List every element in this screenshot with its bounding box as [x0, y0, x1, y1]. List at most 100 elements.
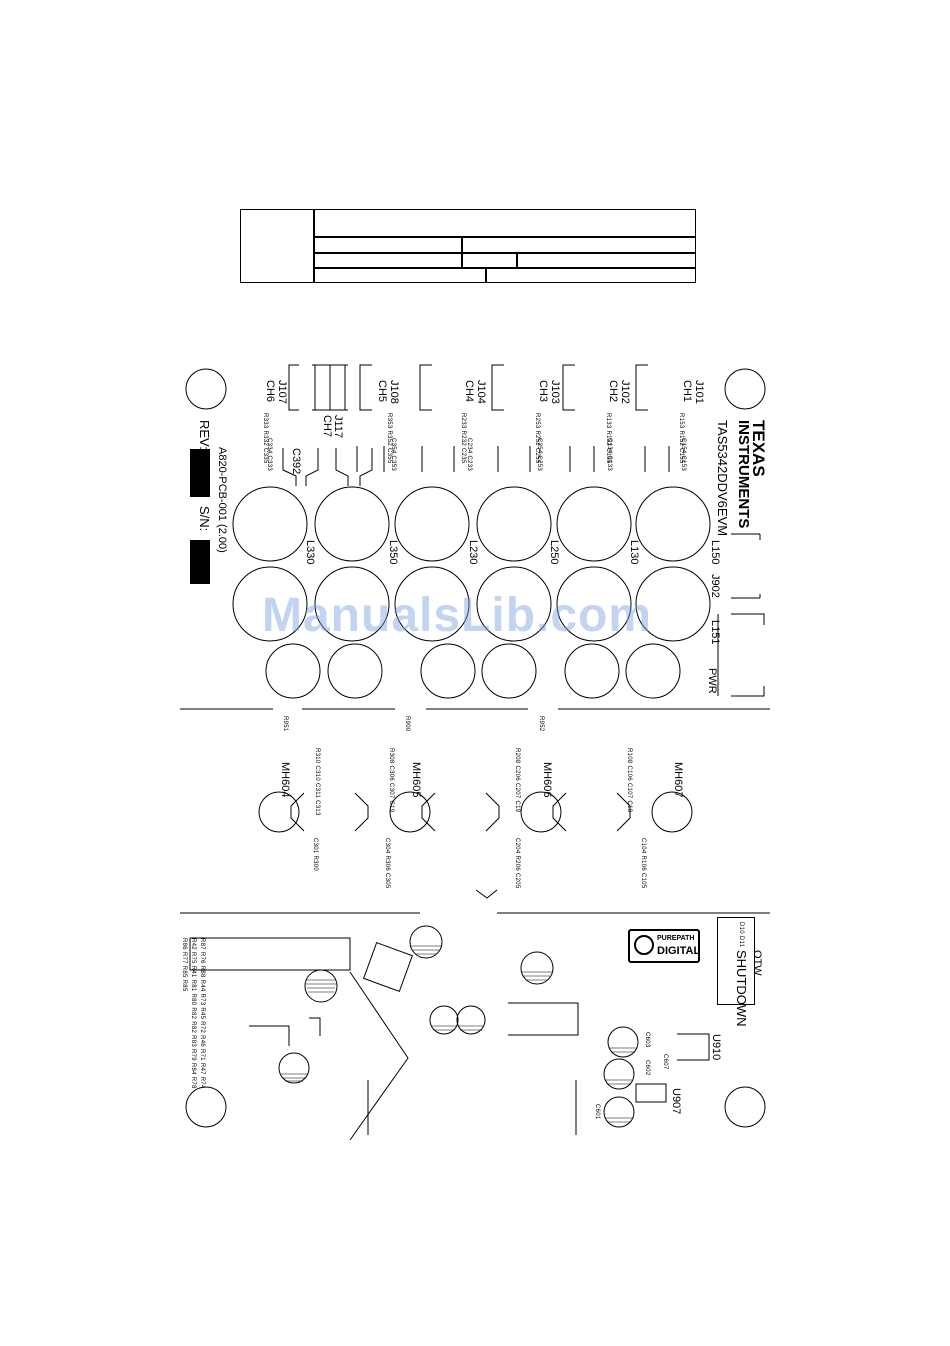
label-rev: REV: [197, 420, 212, 450]
cap-outline [421, 446, 455, 472]
capacitor-outline [265, 643, 321, 699]
label-l250: L250 [548, 540, 560, 565]
connector-outline [359, 364, 372, 411]
label-pcb-id: A820-PCB-001 (2.00) [216, 447, 228, 553]
inductor-outline [394, 566, 470, 642]
label-j902: J902 [709, 574, 721, 598]
cap-outline [644, 446, 670, 472]
title-block-divider [313, 252, 695, 254]
ref-cap-2: C134 C133 [606, 438, 612, 472]
label-c603: C603 [644, 1032, 650, 1048]
divider-marker [475, 889, 498, 899]
inductor-outline [232, 486, 308, 562]
ref-cap-3: C254 C253 [536, 438, 542, 472]
ref-bot-607: C104 R106 C105 [640, 838, 646, 889]
ref-group-607: R108 C106 C107 C18 [626, 748, 632, 813]
trace-outline [349, 971, 409, 1141]
bracket-outline [616, 792, 631, 832]
ref-group-604: R310 C310 C311 C313 [314, 748, 320, 816]
inductor-outline [556, 486, 632, 562]
cap-outline [569, 446, 595, 472]
mh-hole [651, 791, 693, 833]
channel-ch6: CH6 [264, 380, 276, 403]
hatch [522, 971, 552, 981]
label-u907: U907 [670, 1088, 682, 1115]
inductor-outline [556, 566, 632, 642]
ref-cap-5: C354 C353 [390, 438, 396, 472]
capacitor-outline [603, 1096, 635, 1128]
connector-j117: J117 [332, 415, 344, 439]
ic-outline [508, 1002, 579, 1036]
label-r900: R900 [404, 716, 410, 732]
hatch [306, 979, 336, 993]
label-l151: L151 [709, 620, 721, 645]
label-mh605: MH605 [410, 762, 422, 798]
corner-hole [185, 368, 227, 410]
bracket-outline [485, 792, 500, 832]
connector-outline [731, 533, 761, 599]
label-r952: R952 [538, 716, 544, 732]
bracket-outline [552, 792, 567, 832]
label-d10-d11: D10 D11 [738, 922, 744, 948]
label-r951: R951 [282, 716, 288, 732]
connector-j103: J103 [549, 380, 561, 404]
connector-j108: J108 [388, 380, 400, 404]
bracket-outline [354, 792, 369, 832]
bracket-outline [290, 792, 305, 832]
label-c602: C602 [644, 1060, 650, 1076]
label-c392: C392 [290, 448, 302, 475]
connector-j104: J104 [475, 380, 487, 404]
inductor-outline [476, 486, 552, 562]
channel-ch3: CH3 [537, 380, 549, 403]
purepath-line2: DIGITAL [657, 945, 701, 957]
inductor-outline [314, 486, 390, 562]
connector-outline [491, 364, 504, 411]
label-l130: L130 [628, 540, 640, 565]
capacitor-outline [409, 925, 443, 959]
label-pwr: PWR [706, 668, 718, 694]
ref-cap-1: C154 C153 [680, 438, 686, 472]
ref-bot-604: C301 R300 [312, 838, 318, 872]
capacitor-outline [520, 951, 554, 985]
purepath-line1: PUREPATH [657, 935, 695, 942]
capacitor-outline [327, 643, 383, 699]
ic-outline [363, 942, 413, 992]
purepath-digital-logo: PUREPATH DIGITAL [628, 929, 700, 963]
ref-resistor-block: R87 R76 R88 R44 R73 R45 R72 R46 R71 R47 … [181, 938, 205, 1089]
corner-hole [724, 368, 766, 410]
capacitor-outline [304, 969, 338, 1003]
channel-ch2: CH2 [607, 380, 619, 403]
corner-hole [724, 1086, 766, 1128]
watermark: ManualsLib.com [262, 589, 653, 642]
inductor-outline [635, 486, 711, 562]
label-otw: OTW [751, 950, 763, 976]
resistor-block-outline [189, 937, 351, 971]
title-block-divider [313, 236, 695, 238]
channel-ch1: CH1 [681, 380, 693, 403]
capacitor-outline [278, 1052, 310, 1084]
connector-outline [562, 364, 575, 411]
mh-hole [389, 791, 431, 833]
ref-group-606: R208 C206 C207 C19 [514, 748, 520, 813]
label-shutdown: SHUTDOWN [734, 950, 749, 1027]
mh-hole [258, 791, 300, 833]
ref-cap-6: C334 C333 [266, 438, 272, 472]
title-block-divider [485, 267, 487, 283]
title-block-divider [516, 252, 518, 267]
barcode-image [190, 449, 210, 497]
label-mh604: MH604 [279, 762, 291, 798]
trace-outline [367, 1080, 577, 1135]
ref-bot-605: C304 R306 C305 [384, 838, 390, 889]
capacitor-outline [481, 643, 537, 699]
hatch [431, 1025, 484, 1031]
corner-hole [185, 1086, 227, 1128]
label-l330: L330 [304, 540, 316, 565]
title-block [240, 209, 696, 283]
channel-ch5: CH5 [376, 380, 388, 403]
label-c601: C601 [594, 1104, 600, 1120]
ref-group-605: R308 C306 C307 C19 [388, 748, 394, 813]
label-l350: L350 [387, 540, 399, 565]
hatch [411, 945, 441, 955]
title-block-divider [313, 267, 695, 269]
inductor-outline [232, 566, 308, 642]
